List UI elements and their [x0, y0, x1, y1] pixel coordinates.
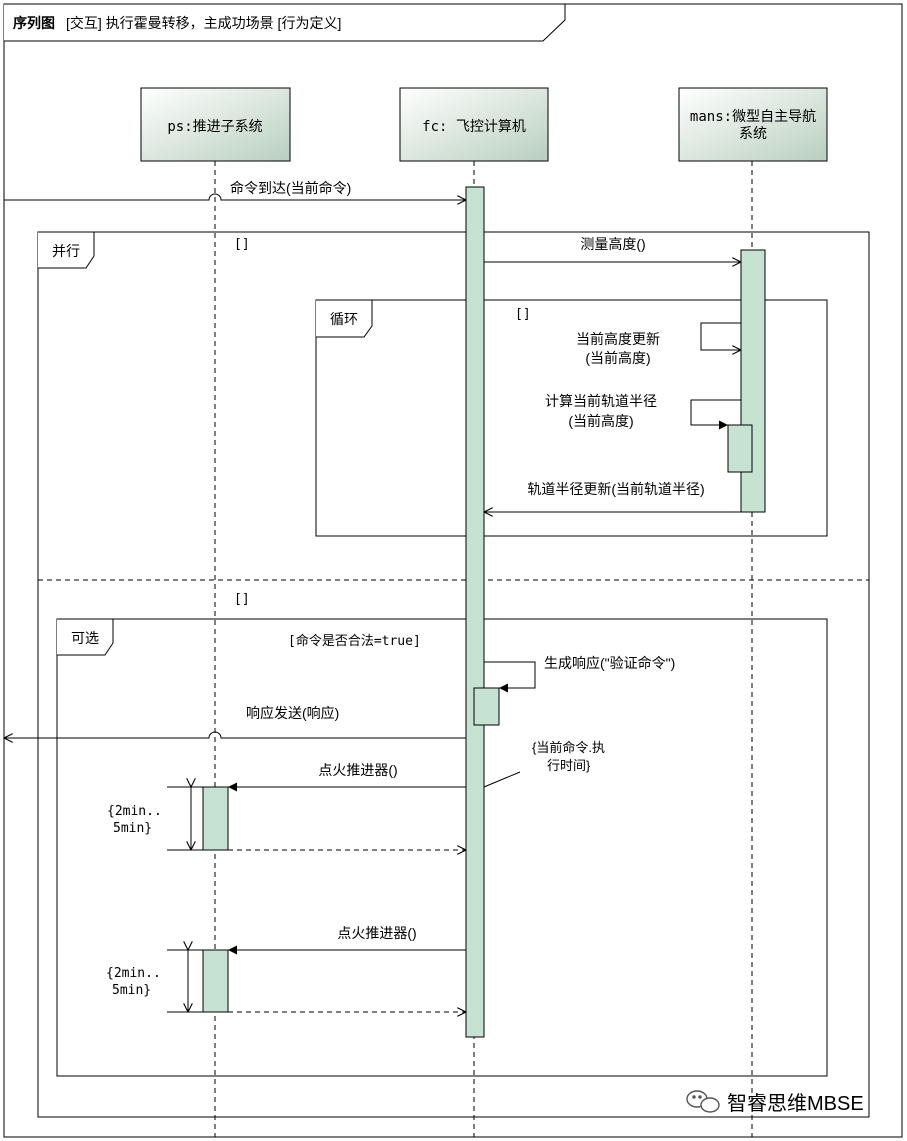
- duration-constraint-2: {2min.. 5min}: [106, 950, 203, 1013]
- fragment-par-guard1: []: [234, 237, 250, 252]
- fragment-opt-operator: 可选: [71, 630, 99, 646]
- message-ignite-1-label: 点火推进器(): [318, 762, 397, 778]
- message-command-arrive-arrow[interactable]: [4, 193, 466, 200]
- activation-mans-calc: [727, 424, 753, 473]
- note-timing-line1: {当前命令.执: [532, 740, 605, 755]
- message-measure-altitude[interactable]: 测量高度(): [484, 236, 741, 262]
- watermark-text: 智睿思维MBSE: [727, 1092, 864, 1115]
- lifeline-mans-label-line2: 系统: [739, 126, 767, 142]
- activation-ps-ignite2: [202, 949, 229, 1013]
- frame-title: [交互] 执行霍曼转移，主成功场景 [行为定义]: [66, 15, 341, 31]
- lifeline-mans-head[interactable]: [678, 87, 828, 162]
- duration-constraint-1: {2min.. 5min}: [107, 787, 203, 851]
- message-command-arrive-label: 命令到达(当前命令): [230, 180, 351, 196]
- message-measure-altitude-label: 测量高度(): [580, 236, 645, 252]
- activation-fc-response: [473, 687, 500, 726]
- lifeline-fc-head[interactable]: [399, 87, 549, 162]
- watermark: 智睿思维MBSE: [686, 1090, 864, 1115]
- message-calc-radius-label-line1: 计算当前轨道半径: [545, 393, 657, 409]
- message-send-response[interactable]: 响应发送(响应): [4, 705, 466, 738]
- message-calc-radius-arrow[interactable]: [690, 399, 741, 430]
- note-timing-connector: [483, 771, 521, 788]
- fragment-par-operator: 并行: [52, 243, 80, 259]
- fragment-opt: 可选 [命令是否合法=true]: [56, 618, 828, 1077]
- activations: [202, 186, 766, 1038]
- activation-ps-ignite1: [202, 786, 229, 851]
- message-command-arrive[interactable]: 命令到达(当前命令): [4, 180, 466, 200]
- duration-constraint-2-line2: 5min}: [112, 983, 151, 998]
- message-ignite-2[interactable]: 点火推进器(): [228, 925, 466, 1012]
- fragment-par-guard2: []: [234, 592, 250, 607]
- note-timing: {当前命令.执 行时间}: [483, 740, 605, 788]
- message-update-altitude-arrow[interactable]: [700, 322, 741, 350]
- activation-mans-main: [740, 249, 766, 513]
- lifeline-fc-label: fc: 飞控计算机: [422, 119, 526, 135]
- lifeline-fc[interactable]: fc: 飞控计算机: [399, 87, 549, 162]
- message-radius-update-label: 轨道半径更新(当前轨道半径): [527, 481, 704, 497]
- wechat-icon: [686, 1090, 720, 1113]
- message-generate-response-arrow[interactable]: [484, 661, 536, 693]
- duration-constraint-2-line1: {2min..: [106, 966, 161, 981]
- duration-constraint-1-line1: {2min..: [107, 804, 162, 819]
- lifeline-ps-head[interactable]: [140, 87, 291, 162]
- message-radius-update[interactable]: 轨道半径更新(当前轨道半径): [484, 481, 741, 512]
- message-update-altitude-label-line2: (当前高度): [585, 350, 650, 366]
- message-send-response-arrow[interactable]: [4, 731, 466, 738]
- fragment-loop-operator: 循环: [330, 311, 358, 327]
- message-calc-radius[interactable]: 计算当前轨道半径 (当前高度): [545, 393, 741, 430]
- message-send-response-label: 响应发送(响应): [246, 705, 339, 721]
- fragment-opt-guard: [命令是否合法=true]: [288, 633, 421, 649]
- fragment-loop: 循环 []: [315, 299, 828, 537]
- message-generate-response[interactable]: 生成响应("验证命令"): [484, 655, 675, 693]
- message-generate-response-label: 生成响应("验证命令"): [544, 655, 675, 671]
- activation-fc-main: [465, 186, 485, 1038]
- lifeline-mans-label-line1: mans:微型自主导航: [690, 109, 816, 125]
- duration-constraint-1-line2: 5min}: [113, 821, 152, 836]
- lifeline-mans[interactable]: mans:微型自主导航 系统: [678, 87, 828, 162]
- message-calc-radius-label-line2: (当前高度): [568, 413, 633, 429]
- fragment-loop-guard: []: [515, 307, 531, 322]
- message-update-altitude[interactable]: 当前高度更新 (当前高度): [576, 322, 741, 366]
- frame-title-kind: 序列图: [13, 15, 55, 31]
- note-timing-line2: 行时间}: [547, 758, 591, 773]
- message-ignite-2-label: 点火推进器(): [337, 925, 416, 941]
- message-ignite-1[interactable]: 点火推进器(): [228, 762, 466, 850]
- lifeline-ps[interactable]: ps:推进子系统: [140, 87, 291, 162]
- fragment-par: 并行 [] []: [37, 231, 870, 1118]
- lifeline-ps-label: ps:推进子系统: [167, 119, 262, 135]
- message-update-altitude-label-line1: 当前高度更新: [576, 331, 660, 347]
